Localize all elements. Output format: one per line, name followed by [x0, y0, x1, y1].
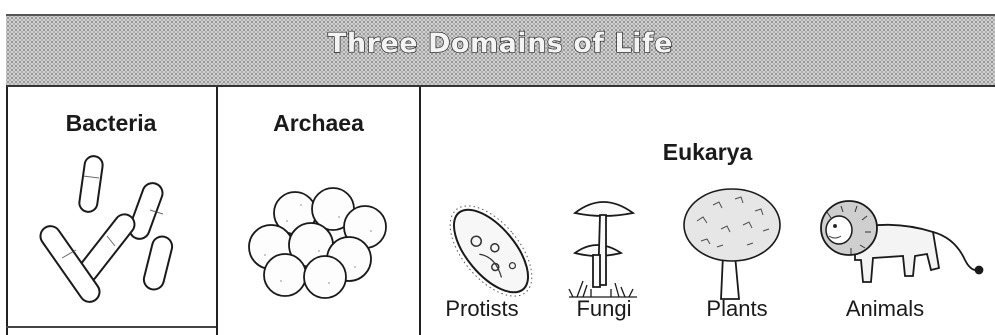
domain-label-bacteria: Bacteria [6, 110, 216, 137]
archaea-illustration [225, 165, 415, 305]
protist-illustration [436, 196, 546, 306]
kingdom-label-animals: Animals [820, 296, 950, 322]
fungi-illustration [563, 193, 643, 303]
bacteria-illustration [20, 150, 220, 320]
domain-label-eukarya: Eukarya [420, 139, 995, 166]
diagram-title: Three Domains of Life [6, 28, 995, 59]
kingdom-label-fungi: Fungi [562, 296, 646, 322]
domain-label-archaea: Archaea [218, 110, 419, 137]
title-banner: Three Domains of Life [6, 14, 995, 87]
bottom-border [6, 326, 216, 328]
kingdom-label-protists: Protists [420, 296, 544, 322]
kingdom-label-plants: Plants [682, 296, 792, 322]
animals-illustration [815, 198, 985, 303]
plants-illustration [677, 185, 787, 305]
